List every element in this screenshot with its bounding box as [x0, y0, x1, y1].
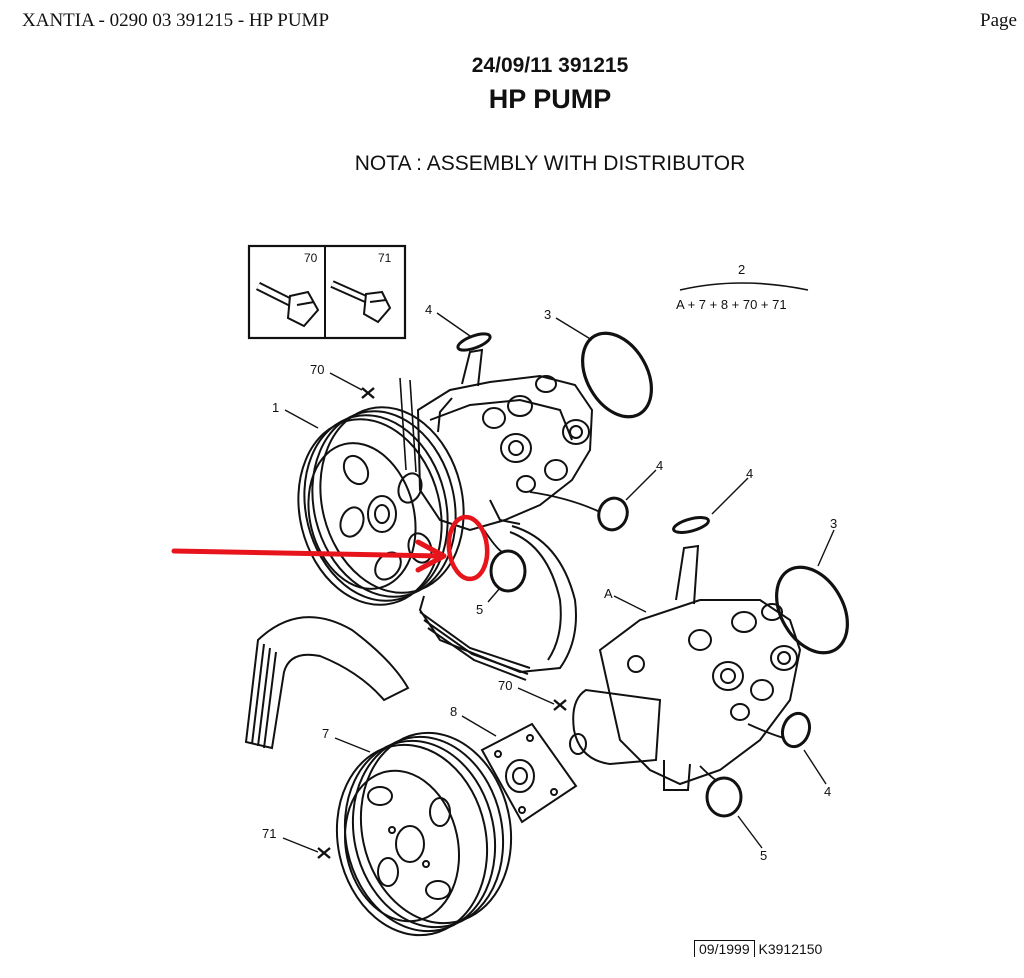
callout-4-side-lower: 4 — [824, 784, 831, 799]
legend-formula: A + 7 + 8 + 70 + 71 — [676, 297, 787, 312]
pump-body-upper — [399, 348, 594, 532]
callout-70-upper: 70 — [310, 362, 324, 377]
page-label: Page — [980, 10, 1017, 31]
diagram-title: HP PUMP — [488, 84, 612, 114]
seal-5-upper — [489, 549, 527, 593]
highlight-arrow — [171, 539, 447, 573]
part-code: 24/09/11 391215 — [471, 54, 629, 77]
seal-5-lower — [705, 776, 743, 818]
footer-date: 09/1999 — [694, 940, 755, 957]
pulley-7 — [335, 731, 513, 937]
callout-4-top-lower: 4 — [746, 466, 753, 481]
bolt-71-drawing — [330, 280, 392, 324]
drive-belt-lower — [244, 616, 410, 750]
pump-body-lower — [569, 544, 802, 791]
footer-reference: 09/1999 K3912150 — [694, 940, 823, 957]
leader-lines — [282, 312, 835, 853]
bolt-70-drawing — [255, 281, 320, 328]
callout-4-side-upper: 4 — [656, 458, 663, 473]
callout-5-upper: 5 — [476, 602, 483, 617]
seal-4-side-lower — [780, 711, 812, 749]
document-header-title: XANTIA - 0290 03 391215 - HP PUMP — [22, 10, 330, 31]
callout-1: 1 — [272, 400, 279, 415]
drive-belt-upper — [418, 525, 577, 681]
seal-4-side-upper — [597, 496, 629, 532]
callout-71: 71 — [262, 826, 276, 841]
bolt-inset — [247, 244, 407, 340]
seal-3-upper — [581, 331, 653, 419]
footer-ref: K3912150 — [758, 941, 823, 957]
highlight-circle — [446, 514, 490, 582]
inset-label-71: 71 — [378, 251, 392, 265]
callout-70-lower: 70 — [498, 678, 512, 693]
legend-brace — [679, 282, 809, 291]
callout-3-lower: 3 — [830, 516, 837, 531]
callout-4-top: 4 — [425, 302, 432, 317]
seal-4-top-lower — [672, 516, 710, 534]
screw-marker-70-upper — [361, 387, 375, 399]
seal-3-lower — [775, 565, 849, 655]
callout-7: 7 — [322, 726, 329, 741]
callout-5-lower: 5 — [760, 848, 767, 863]
callout-3-upper: 3 — [544, 307, 551, 322]
screw-marker-71 — [317, 847, 331, 859]
legend-number: 2 — [738, 262, 745, 277]
assembly-note: NOTA : ASSEMBLY WITH DISTRIBUTOR — [354, 152, 746, 175]
mounting-plate-8 — [480, 722, 578, 824]
callout-8: 8 — [450, 704, 457, 719]
screw-marker-70-lower — [553, 699, 567, 711]
pulley-1 — [297, 406, 465, 606]
inset-label-70: 70 — [304, 251, 318, 265]
callout-A: A — [604, 586, 613, 601]
seal-4-top — [456, 332, 492, 352]
